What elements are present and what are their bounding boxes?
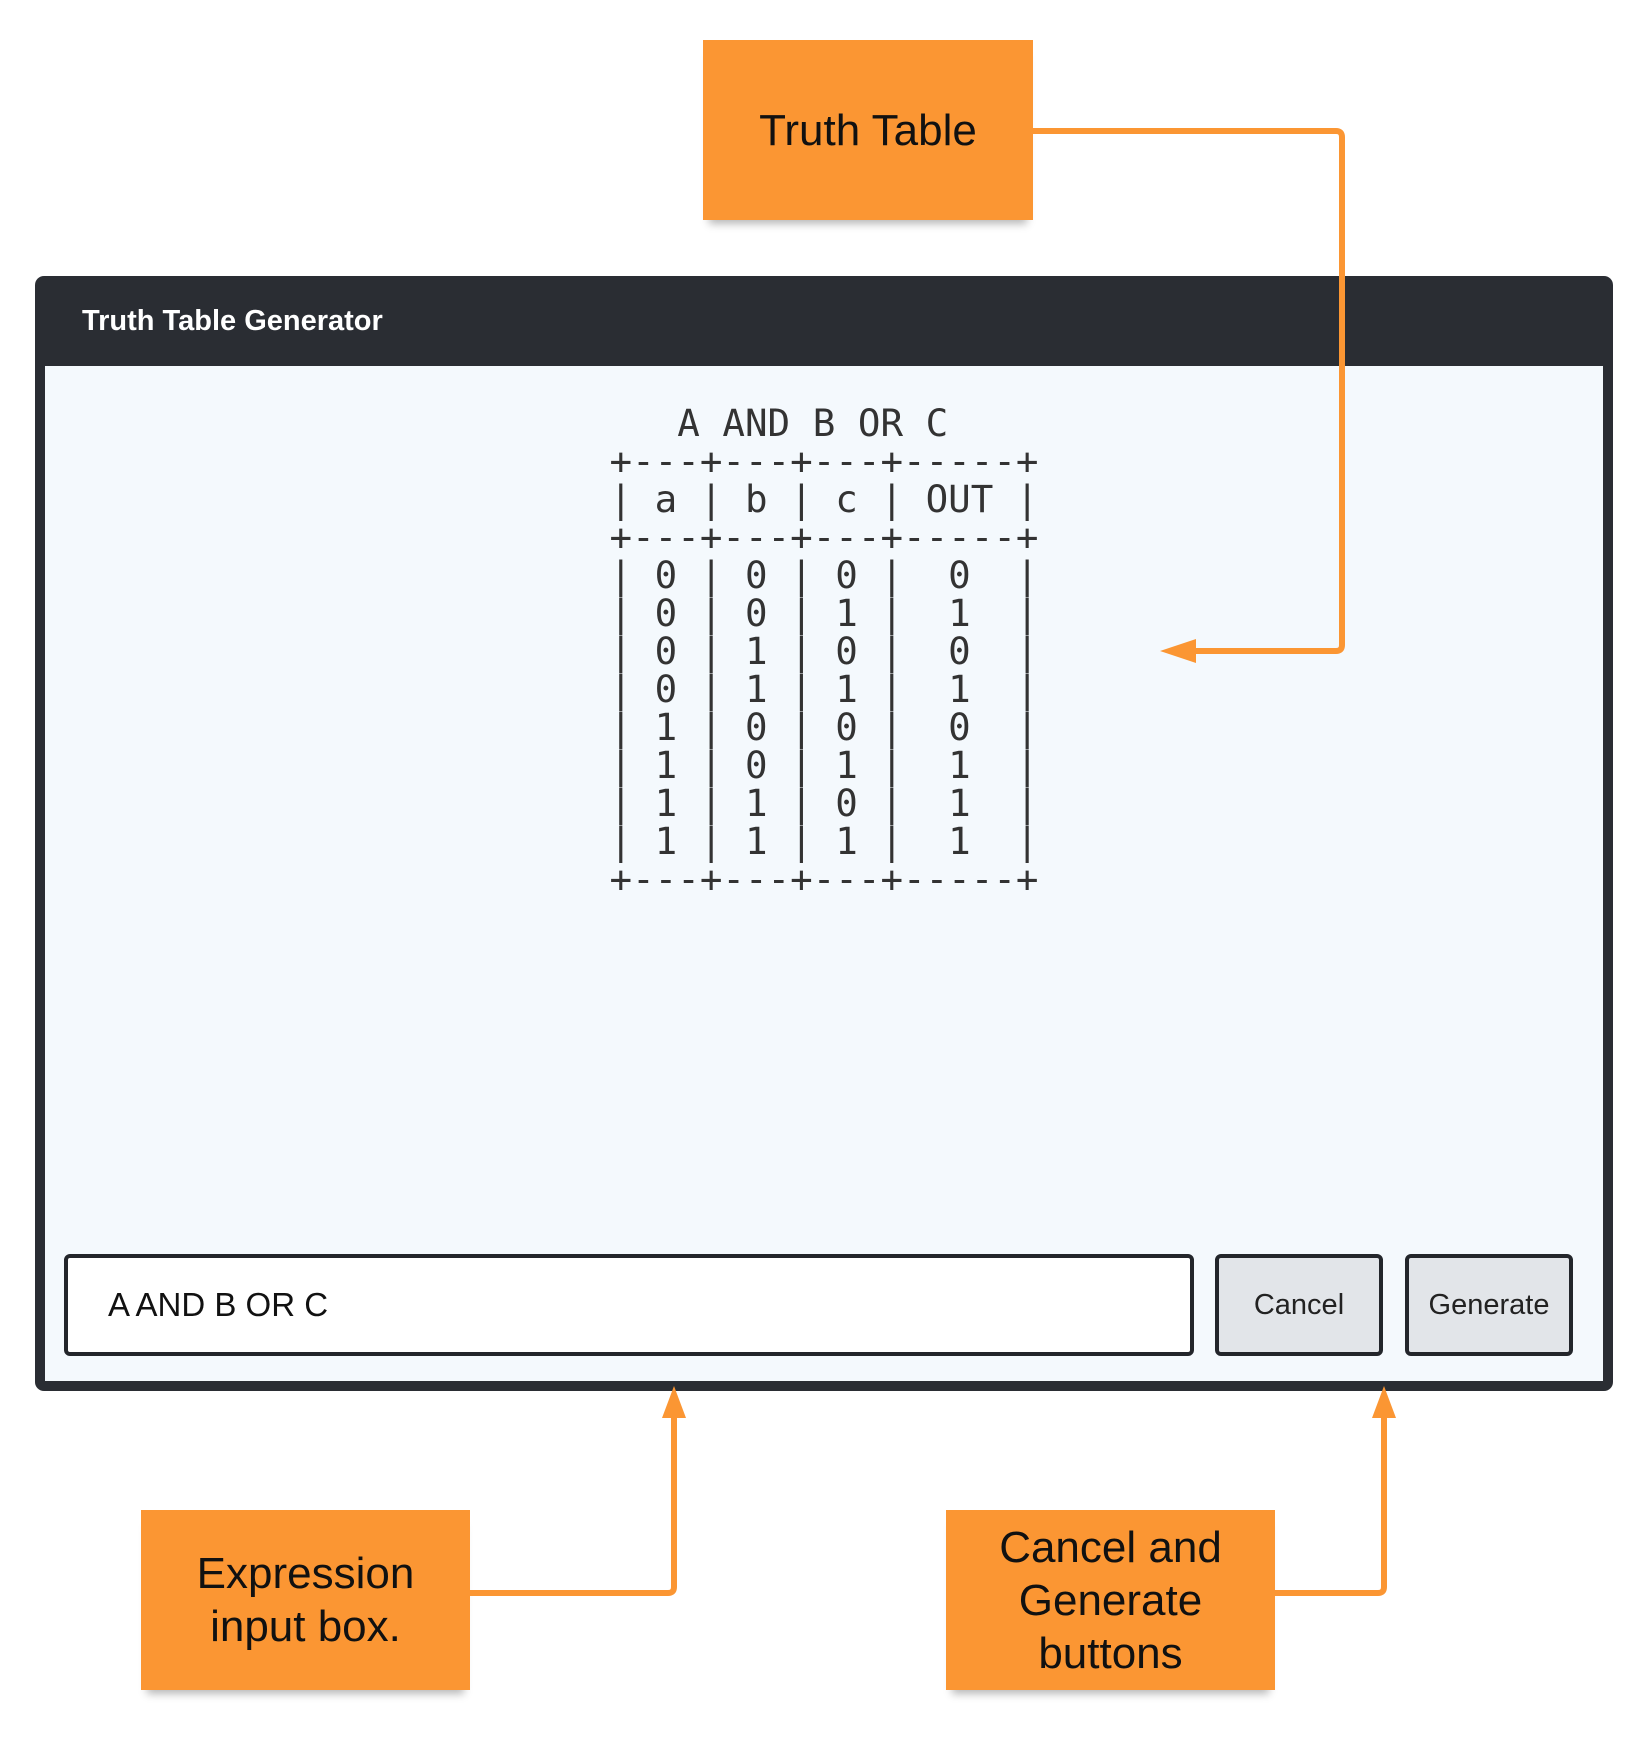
callout-buttons-line-3: buttons [1038, 1628, 1183, 1678]
callout-truth-table: Truth Table [703, 40, 1033, 220]
connector-expression-input [467, 1409, 677, 1596]
callout-expression-input: Expression input box. [141, 1510, 470, 1690]
generate-button[interactable]: Generate [1405, 1254, 1573, 1356]
truth-table-output: A AND B OR C +---+---+---+-----+ | a | b… [45, 404, 1603, 898]
window-body: A AND B OR C +---+---+---+-----+ | a | b… [45, 366, 1603, 1381]
cancel-button[interactable]: Cancel [1215, 1254, 1383, 1356]
callout-expression-line-2: input box. [210, 1602, 401, 1651]
title-bar: Truth Table Generator [35, 276, 1613, 366]
app-window: Truth Table Generator A AND B OR C +---+… [35, 276, 1613, 1391]
callout-truth-table-text: Truth Table [759, 105, 977, 155]
connector-buttons [1272, 1409, 1387, 1596]
truth-table-text: A AND B OR C +---+---+---+-----+ | a | b… [609, 401, 1039, 901]
window-title: Truth Table Generator [82, 305, 383, 337]
callout-buttons-line-2: Generate [1018, 1575, 1203, 1625]
callout-buttons-line-1: Cancel and [999, 1522, 1222, 1572]
callout-buttons: Cancel and Generate buttons [946, 1510, 1275, 1690]
expression-input[interactable] [64, 1254, 1194, 1356]
callout-expression-line-1: Expression [196, 1549, 415, 1598]
